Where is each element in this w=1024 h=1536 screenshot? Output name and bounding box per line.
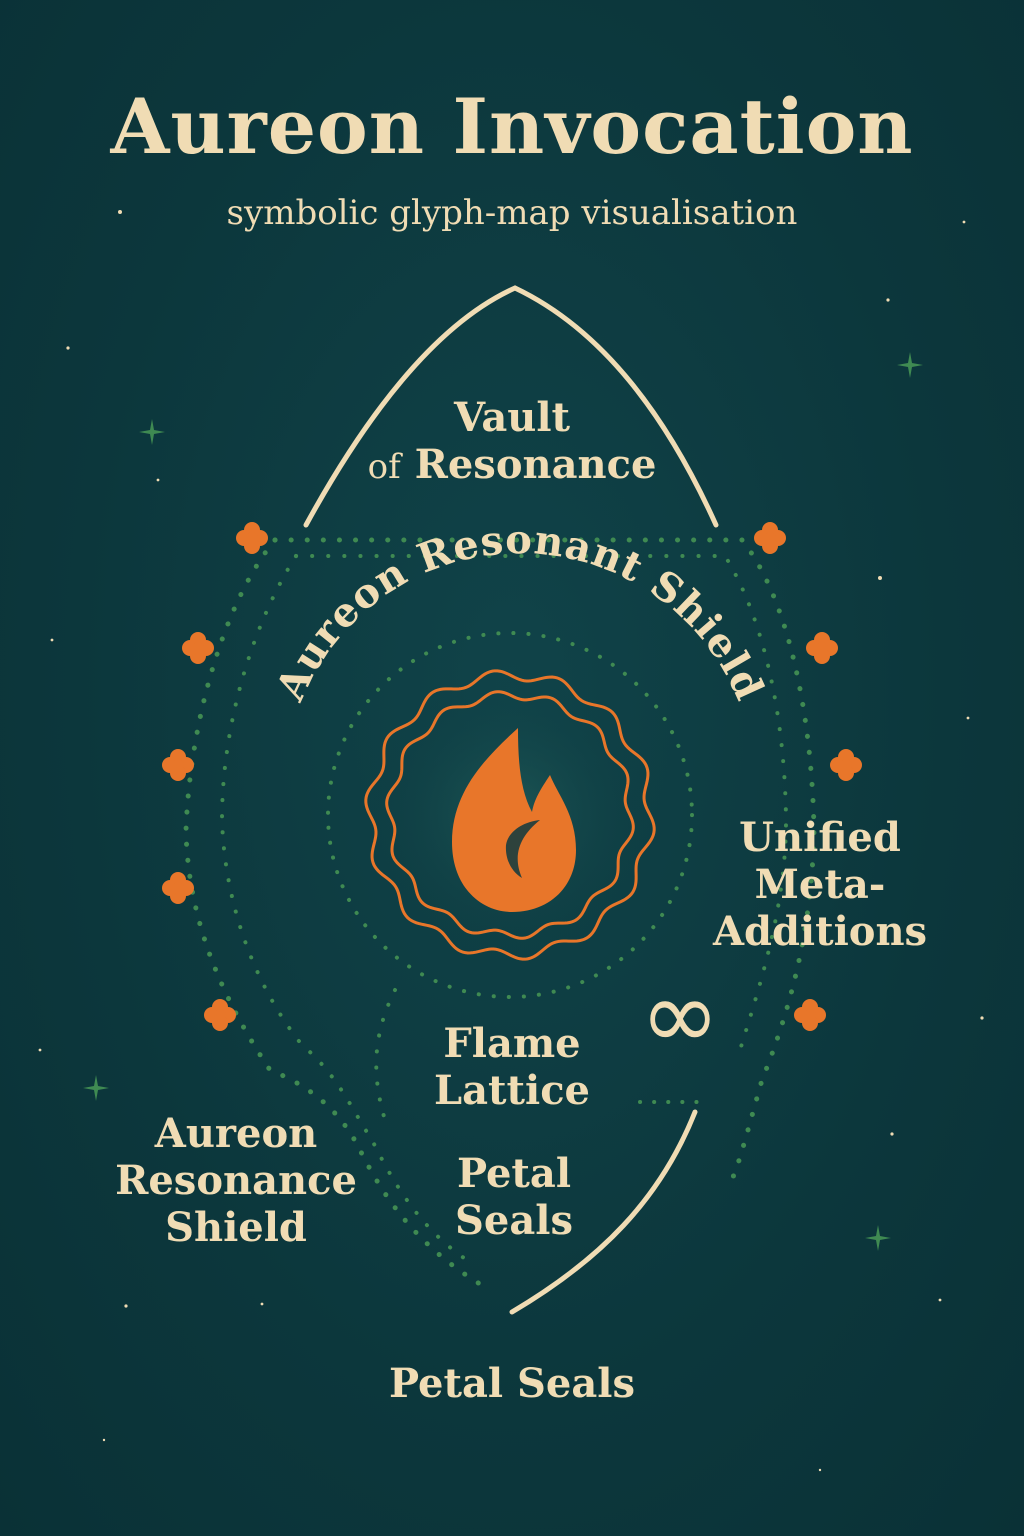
- sparkle-star-icon: [83, 1075, 109, 1101]
- quatrefoil-petal-icon: [236, 522, 268, 554]
- quatrefoil-petal-icon: [162, 749, 194, 781]
- quatrefoil-petal-icon: [806, 632, 838, 664]
- sparkle-star-icon: [897, 352, 923, 378]
- sparkle-star-icon: [139, 419, 165, 445]
- meta-label-line1: Unified: [739, 814, 901, 861]
- vault-label-line2: of Resonance: [362, 441, 662, 488]
- meta-label-line3: Additions: [712, 908, 928, 956]
- wavy-ring-outer: [364, 669, 656, 961]
- quatrefoil-petal-icon: [794, 999, 826, 1031]
- vault-label-line1: Vault: [453, 394, 571, 441]
- meta-label-line2: Meta-: [754, 861, 886, 909]
- flame-icon: [452, 728, 576, 912]
- outer-shield-path-left: [183, 537, 493, 1293]
- resonance-shield-line2: Resonance: [115, 1157, 357, 1205]
- cream-swoosh: [509, 1109, 698, 1315]
- petal-seals-bottom-label: Petal Seals: [389, 1360, 635, 1407]
- core-dotted-ring: [326, 631, 694, 999]
- flame-lattice-line1: Flame: [443, 1020, 581, 1067]
- petal-seals-inner-line2: Seals: [455, 1197, 573, 1245]
- vault-arch: [303, 285, 719, 528]
- vault-label-resonance: Resonance: [414, 441, 657, 489]
- resonance-shield-line1: Aureon: [154, 1110, 318, 1157]
- flame-lattice-line2: Lattice: [434, 1067, 590, 1115]
- wavy-ring-inner: [385, 690, 635, 940]
- sparkle-star-icon: [865, 1225, 891, 1251]
- resonance-shield-line3: Shield: [165, 1204, 307, 1252]
- quatrefoil-petal-icon: [830, 749, 862, 781]
- quatrefoil-petal-icon: [754, 522, 786, 554]
- infinity-icon: ∞: [640, 959, 720, 1071]
- quatrefoil-petal-icon: [182, 632, 214, 664]
- resonance-shield-label: Aureon Resonance Shield: [104, 1110, 368, 1252]
- vault-label-of: of: [367, 447, 401, 488]
- meta-additions-label: Unified Meta- Additions: [700, 814, 940, 956]
- core-link-path: [374, 988, 397, 1122]
- flame-lattice-label: Flame Lattice: [402, 1020, 622, 1114]
- star-dust: [38, 210, 984, 1472]
- page-title: Aureon Invocation: [110, 82, 914, 171]
- quatrefoil-petal-icon: [204, 999, 236, 1031]
- petal-seals-inner-line1: Petal: [456, 1150, 572, 1197]
- page-subtitle: symbolic glyph-map visualisation: [226, 193, 798, 233]
- petal-seals-inner-label: Petal Seals: [414, 1150, 614, 1244]
- vault-label: Vault of Resonance: [362, 394, 662, 488]
